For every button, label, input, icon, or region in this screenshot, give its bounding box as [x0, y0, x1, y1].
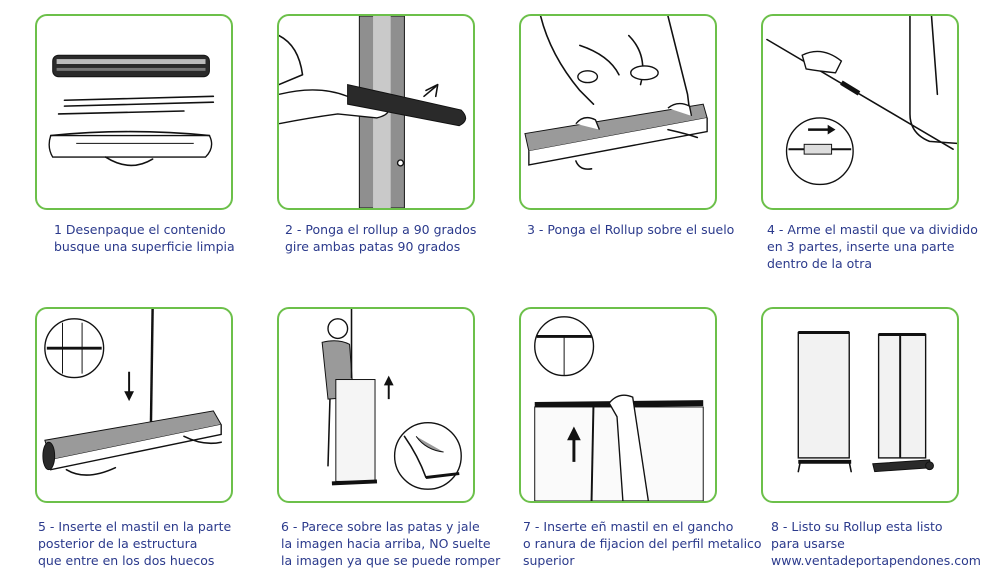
step-1-caption: 1 Desenpaque el contenido busque una sup… [54, 221, 235, 255]
step-5-line-3: que entre en los dos huecos [38, 553, 215, 568]
step-5-line-1: 5 - Inserte el mastil en la parte [38, 519, 232, 534]
step-4-caption: 4 - Arme el mastil que va dividido en 3 … [767, 221, 978, 272]
step-5-illustration [35, 307, 233, 503]
step-4-line-2: en 3 partes, inserte una parte [767, 239, 955, 254]
step-8-website: www.ventadeportapendones.com [771, 553, 981, 568]
step-4-line-1: 4 - Arme el mastil que va dividido [767, 222, 978, 237]
step-8-line-2: para usarse [771, 536, 845, 551]
step-6-line-3: la imagen ya que se puede romper [281, 553, 501, 568]
step-7-line-2: o ranura de fijacion del perfil metalico [523, 536, 762, 551]
step-5-caption: 5 - Inserte el mastil en la parte poster… [38, 518, 231, 569]
step-3-caption: 3 - Ponga el Rollup sobre el suelo [527, 221, 734, 238]
step-7-line-1: 7 - Inserte eñ mastil en el gancho [523, 519, 734, 534]
step-4-line-3: dentro de la otra [767, 256, 872, 271]
step-2-line-1: 2 - Ponga el rollup a 90 grados [285, 222, 477, 237]
step-6-line-2: la imagen hacia arriba, NO suelte [281, 536, 491, 551]
step-8-illustration [761, 307, 959, 503]
step-1-line-2: busque una superficie limpia [54, 239, 235, 254]
step-2-caption: 2 - Ponga el rollup a 90 grados gire amb… [285, 221, 476, 255]
step-3-illustration [519, 14, 717, 210]
step-8-line-1: 8 - Listo su Rollup esta listo [771, 519, 943, 534]
step-3-line-1: 3 - Ponga el Rollup sobre el suelo [527, 222, 735, 237]
step-4-illustration [761, 14, 959, 210]
step-7-illustration [519, 307, 717, 503]
step-8-caption: 8 - Listo su Rollup esta listo para usar… [771, 518, 981, 569]
step-7-caption: 7 - Inserte eñ mastil en el gancho o ran… [523, 518, 762, 569]
step-1-line-1: 1 Desenpaque el contenido [54, 222, 226, 237]
step-1-illustration [35, 14, 233, 210]
step-2-illustration [277, 14, 475, 210]
step-6-caption: 6 - Parece sobre las patas y jale la ima… [281, 518, 500, 569]
step-2-line-2: gire ambas patas 90 grados [285, 239, 461, 254]
step-7-line-3: superior [523, 553, 575, 568]
step-6-line-1: 6 - Parece sobre las patas y jale [281, 519, 480, 534]
step-5-line-2: posterior de la estructura [38, 536, 198, 551]
step-6-illustration [277, 307, 475, 503]
